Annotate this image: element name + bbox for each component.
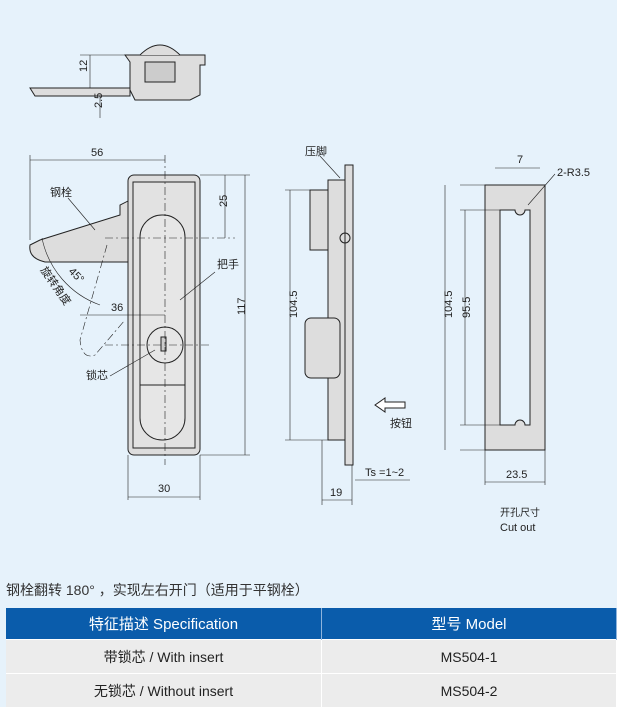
cutout-view: 7 2-R3.5 104.5 95.5 23.5 开孔尺寸 Cut out [443,154,590,534]
spec-table: 特征描述 Specification 型号 Model 带锁芯 / With i… [6,608,617,707]
label-bolt: 钢栓 [50,185,72,199]
thickness-ts: Ts =1~2 [365,467,404,479]
radius-label: 2-R3.5 [557,167,590,179]
header-specification: 特征描述 Specification [6,608,322,640]
label-button: 按钮 [390,416,412,430]
cutout-title-cn: 开孔尺寸 [500,506,540,519]
cell-spec: 无锁芯 / Without insert [6,674,322,707]
label-clamp: 压脚 [305,144,327,158]
table-row: 带锁芯 / With insert MS504-1 [6,640,617,674]
dim-top-2-5: 2.5 [93,93,105,108]
table-header: 特征描述 Specification 型号 Model [6,608,617,640]
dim-56: 56 [91,147,103,159]
cell-spec: 带锁芯 / With insert [6,640,322,674]
header-model: 型号 Model [322,608,617,640]
front-view: 56 25 117 30 36 钢栓 把手 锁芯 旋转角度 45° [30,147,250,500]
dim-104-5-side: 104.5 [288,290,300,318]
dim-30: 30 [158,483,170,495]
dim-117: 117 [236,297,248,315]
dim-25: 25 [218,195,230,207]
label-angle: 45° [66,266,86,286]
cutout-title-en: Cut out [500,522,535,534]
dim-104-5-cutout: 104.5 [443,290,455,318]
cell-model: MS504-1 [322,640,617,674]
top-view: 12 2.5 [30,45,205,118]
caption: 钢栓翻转 180° ，实现左右开门（适用于平钢栓） [6,580,309,600]
technical-drawing: 12 2.5 56 25 117 30 36 [0,0,617,570]
cell-model: MS504-2 [322,674,617,707]
table-row: 无锁芯 / Without insert MS504-2 [6,674,617,707]
dim-19: 19 [330,487,342,499]
dim-top-12: 12 [78,60,90,72]
side-view: 压脚 104.5 按钮 Ts =1~2 19 [285,144,412,505]
dim-23-5: 23.5 [506,469,527,481]
dim-7: 7 [517,154,523,166]
dim-36: 36 [111,302,123,314]
label-lock: 锁芯 [86,368,108,382]
dim-95-5: 95.5 [461,297,473,318]
label-handle: 把手 [217,257,239,271]
